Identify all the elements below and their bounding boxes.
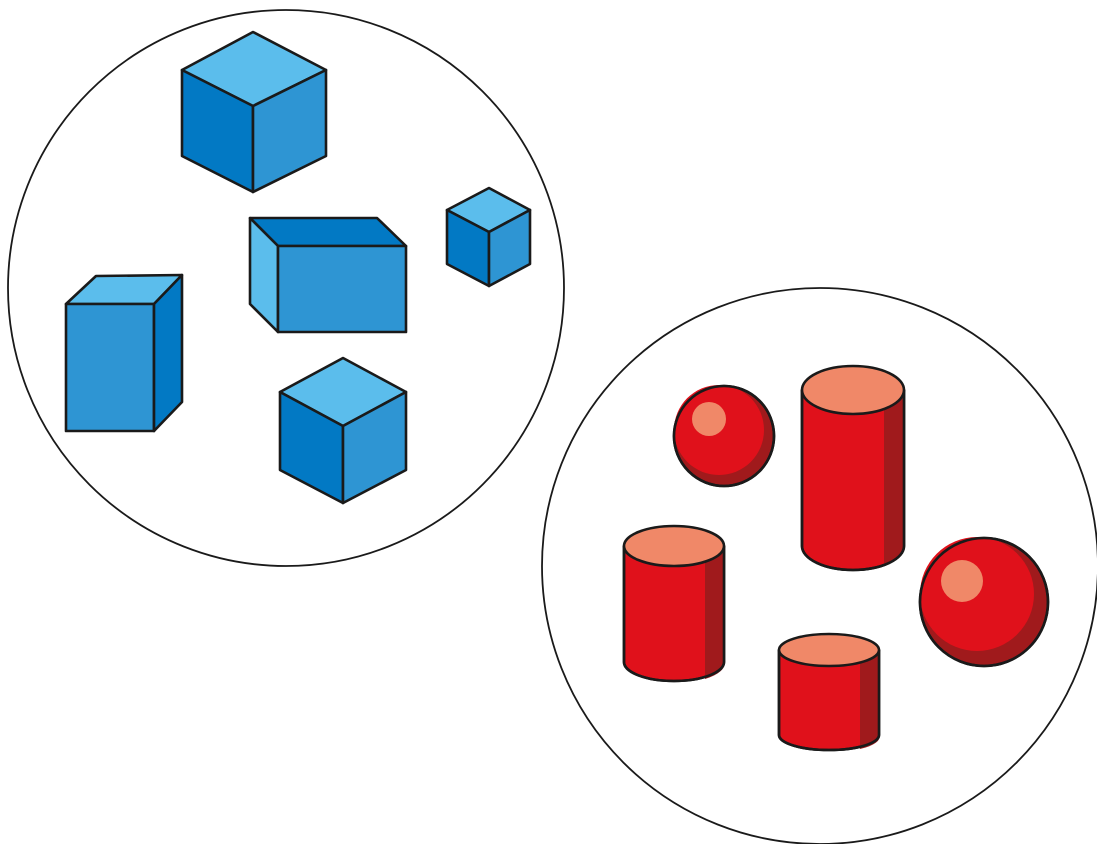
sphere-icon xyxy=(672,384,776,488)
cylinder-icon xyxy=(777,632,881,752)
box-shapes-group xyxy=(7,9,565,567)
cube-icon xyxy=(445,186,532,288)
cuboid-icon xyxy=(248,216,408,334)
cuboid-icon xyxy=(64,273,184,433)
cube-icon xyxy=(180,30,328,194)
sphere-icon xyxy=(918,536,1050,668)
cylinder-icon xyxy=(622,524,726,683)
cube-icon xyxy=(278,356,408,505)
round-shapes-group xyxy=(541,287,1097,844)
cylinder-icon xyxy=(800,364,906,572)
